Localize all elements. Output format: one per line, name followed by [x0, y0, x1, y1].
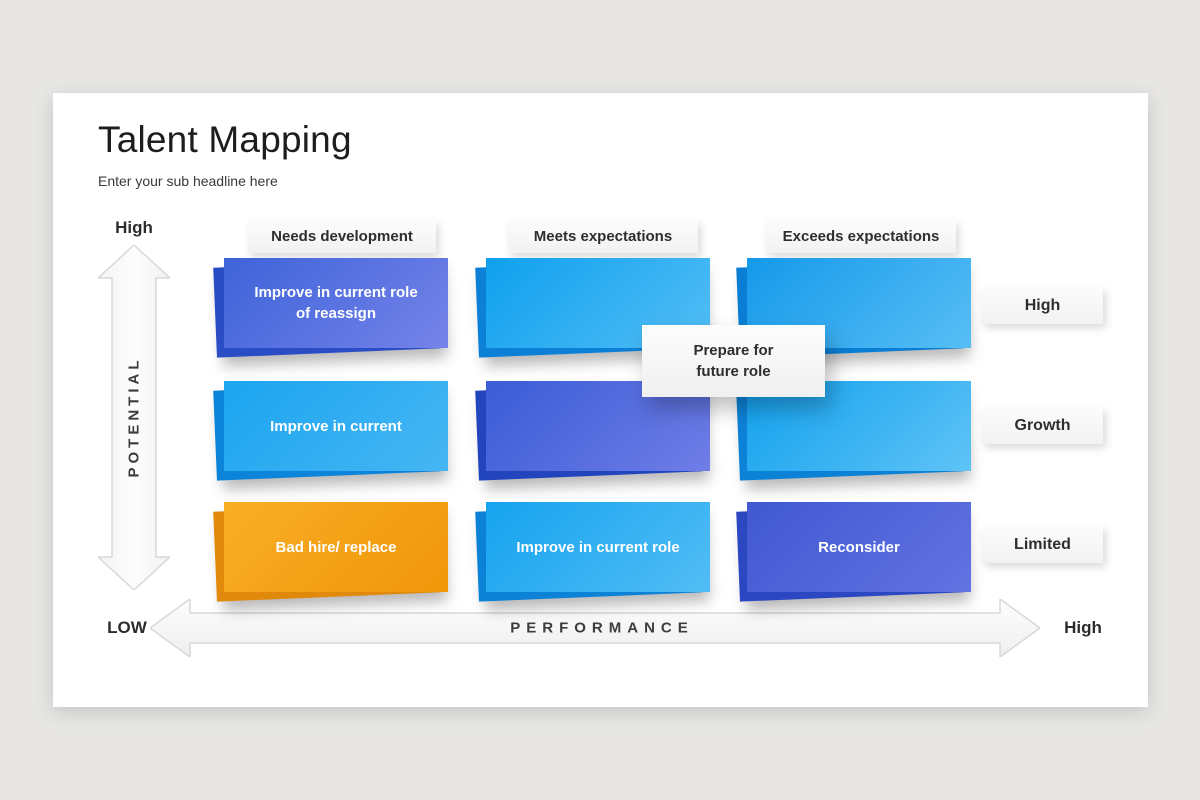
row-label-growth: Growth [982, 407, 1103, 444]
row-label-limited: Limited [982, 526, 1103, 563]
cell-label: Bad hire/ replace [224, 502, 448, 592]
cell-label: Reconsider [747, 502, 971, 592]
slide-subtitle: Enter your sub headline here [98, 173, 278, 189]
performance-low-label: LOW [107, 618, 147, 637]
slide-title: Talent Mapping [98, 119, 352, 160]
column-header-needs-development: Needs development [248, 220, 436, 253]
column-header-exceeds-expectations: Exceeds expectations [766, 220, 956, 253]
callout-prepare-future-role: Prepare for future role [642, 325, 825, 397]
potential-axis-arrow [98, 245, 170, 590]
row-label-high: High [982, 287, 1103, 324]
performance-axis-arrow [150, 599, 1040, 657]
matrix-cell-r2c2: Reconsider [736, 502, 971, 602]
performance-axis-label: PERFORMANCE [510, 619, 694, 637]
matrix-cell-r2c1: Improve in current role [475, 502, 710, 602]
cell-label: Improve in current role of reassign [224, 258, 448, 348]
cell-label: Improve in current role [486, 502, 710, 592]
cell-label: Improve in current [224, 381, 448, 471]
potential-axis-label: POTENTIAL [125, 356, 143, 478]
matrix-cell-r2c0: Bad hire/ replace [213, 502, 448, 602]
matrix-cell-r0c0: Improve in current role of reassign [213, 258, 448, 358]
slide-canvas: Talent Mapping Enter your sub headline h… [53, 93, 1148, 707]
column-header-meets-expectations: Meets expectations [508, 220, 698, 253]
performance-high-label: High [1064, 618, 1102, 637]
matrix-cell-r1c0: Improve in current [213, 381, 448, 481]
potential-high-label: High [115, 218, 153, 237]
